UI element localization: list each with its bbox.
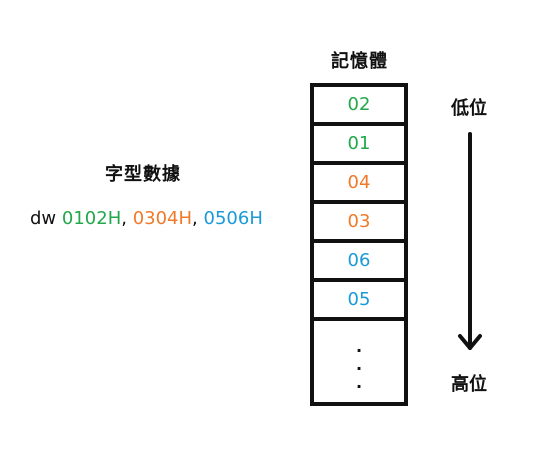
memory-box: 02 01 04 03 06 05 . . . (310, 83, 408, 406)
data-title: 字型數據 (105, 164, 181, 185)
memory-cell-5: 05 (314, 282, 404, 321)
down-arrow-icon (458, 132, 482, 350)
dw-value-3: 0506H (203, 208, 263, 229)
memory-cell-1: 01 (314, 126, 404, 165)
dw-separator-2: , (192, 208, 198, 229)
dw-value-2: 0304H (132, 208, 193, 229)
dw-separator-1: , (121, 208, 127, 229)
ellipsis-dot-1: . (355, 337, 363, 356)
memory-title: 記憶體 (331, 51, 388, 72)
memory-cell-4: 06 (314, 243, 404, 282)
low-address-label: 低位 (451, 98, 487, 119)
memory-ellipsis: . . . (314, 325, 404, 405)
memory-cell-0: 02 (314, 87, 404, 126)
dw-directive-line: dw 0102H, 0304H, 0506H (30, 208, 263, 229)
ellipsis-dot-3: . (355, 373, 363, 392)
memory-cell-3: 03 (314, 204, 404, 243)
dw-keyword: dw (30, 208, 57, 229)
memory-cell-2: 04 (314, 165, 404, 204)
dw-value-1: 0102H (61, 208, 122, 229)
high-address-label: 高位 (451, 374, 487, 395)
ellipsis-dot-2: . (355, 355, 363, 374)
